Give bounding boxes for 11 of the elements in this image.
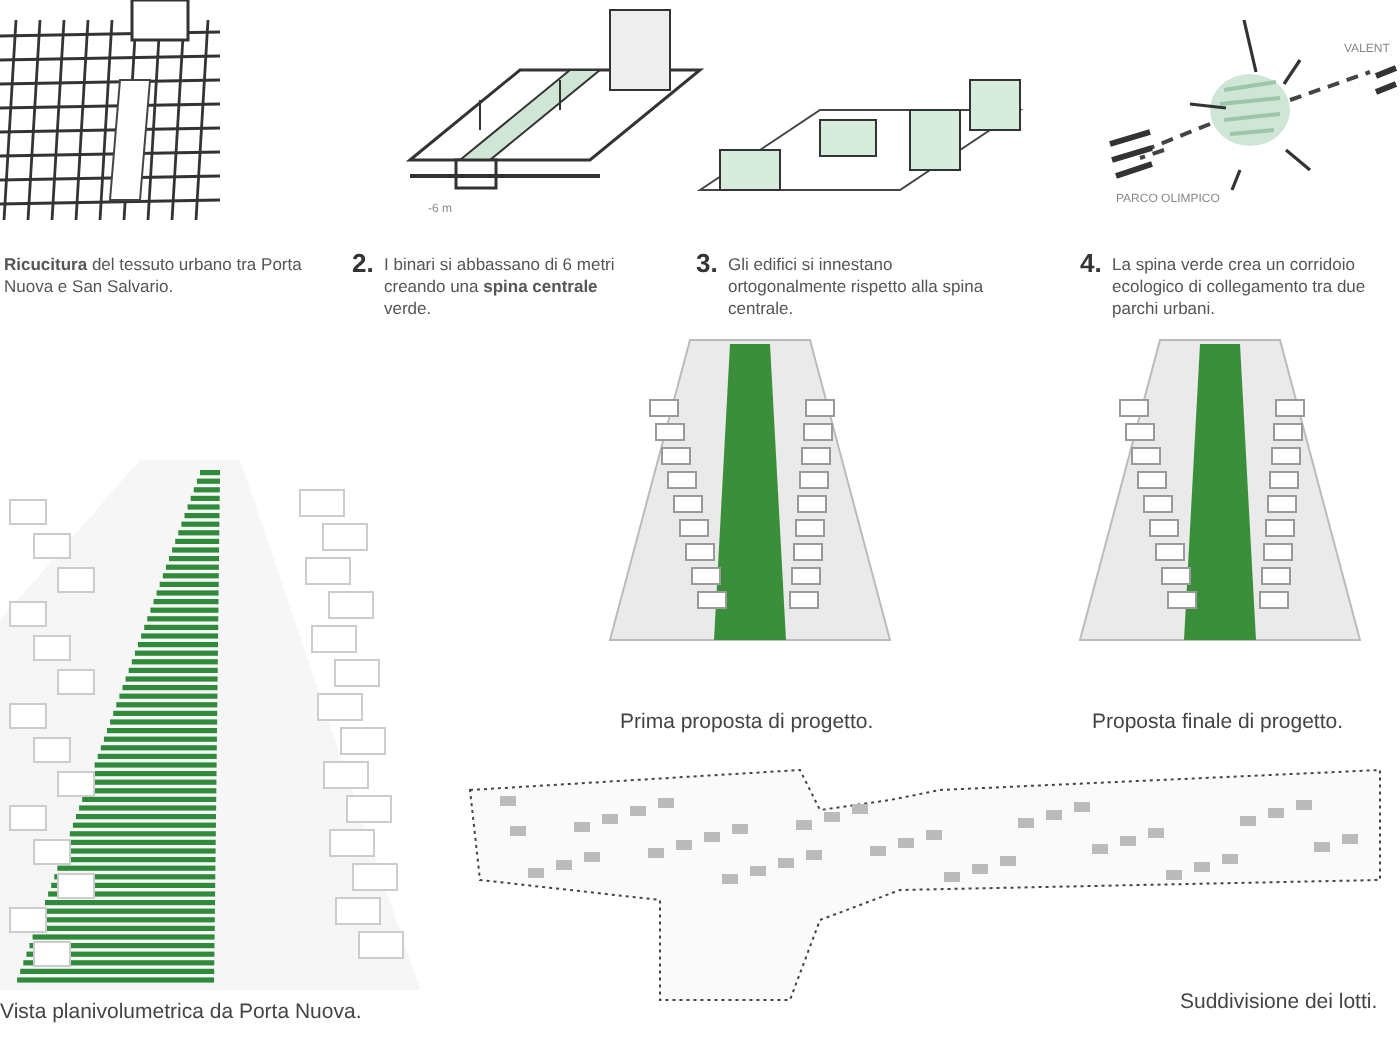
caption-text: Ricucitura del tessuto urbano tra Porta Nuova e San Salvario. xyxy=(4,254,304,298)
step-number: 3. xyxy=(696,248,718,278)
caption-text: Proposta finale di progetto. xyxy=(1092,710,1343,734)
caption-text: Suddivisione dei lotti. xyxy=(1180,990,1378,1014)
step-number: 2. xyxy=(352,248,374,278)
caption-text: La spina verde crea un corridoio ecologico di collegamento tra due parchi urbani. xyxy=(1112,254,1368,320)
caption-text: I binari si abbassano di 6 metri creando una spina centrale verde. xyxy=(384,254,617,320)
step-number: 4. xyxy=(1080,248,1102,278)
caption-text: Gli edifici si innestano ortogonalmente rispetto alla spina centrale. xyxy=(728,254,986,320)
caption-text: Prima proposta di progetto. xyxy=(620,710,874,734)
caption-text: Vista planivolumetrica da Porta Nuova. xyxy=(0,1000,362,1024)
